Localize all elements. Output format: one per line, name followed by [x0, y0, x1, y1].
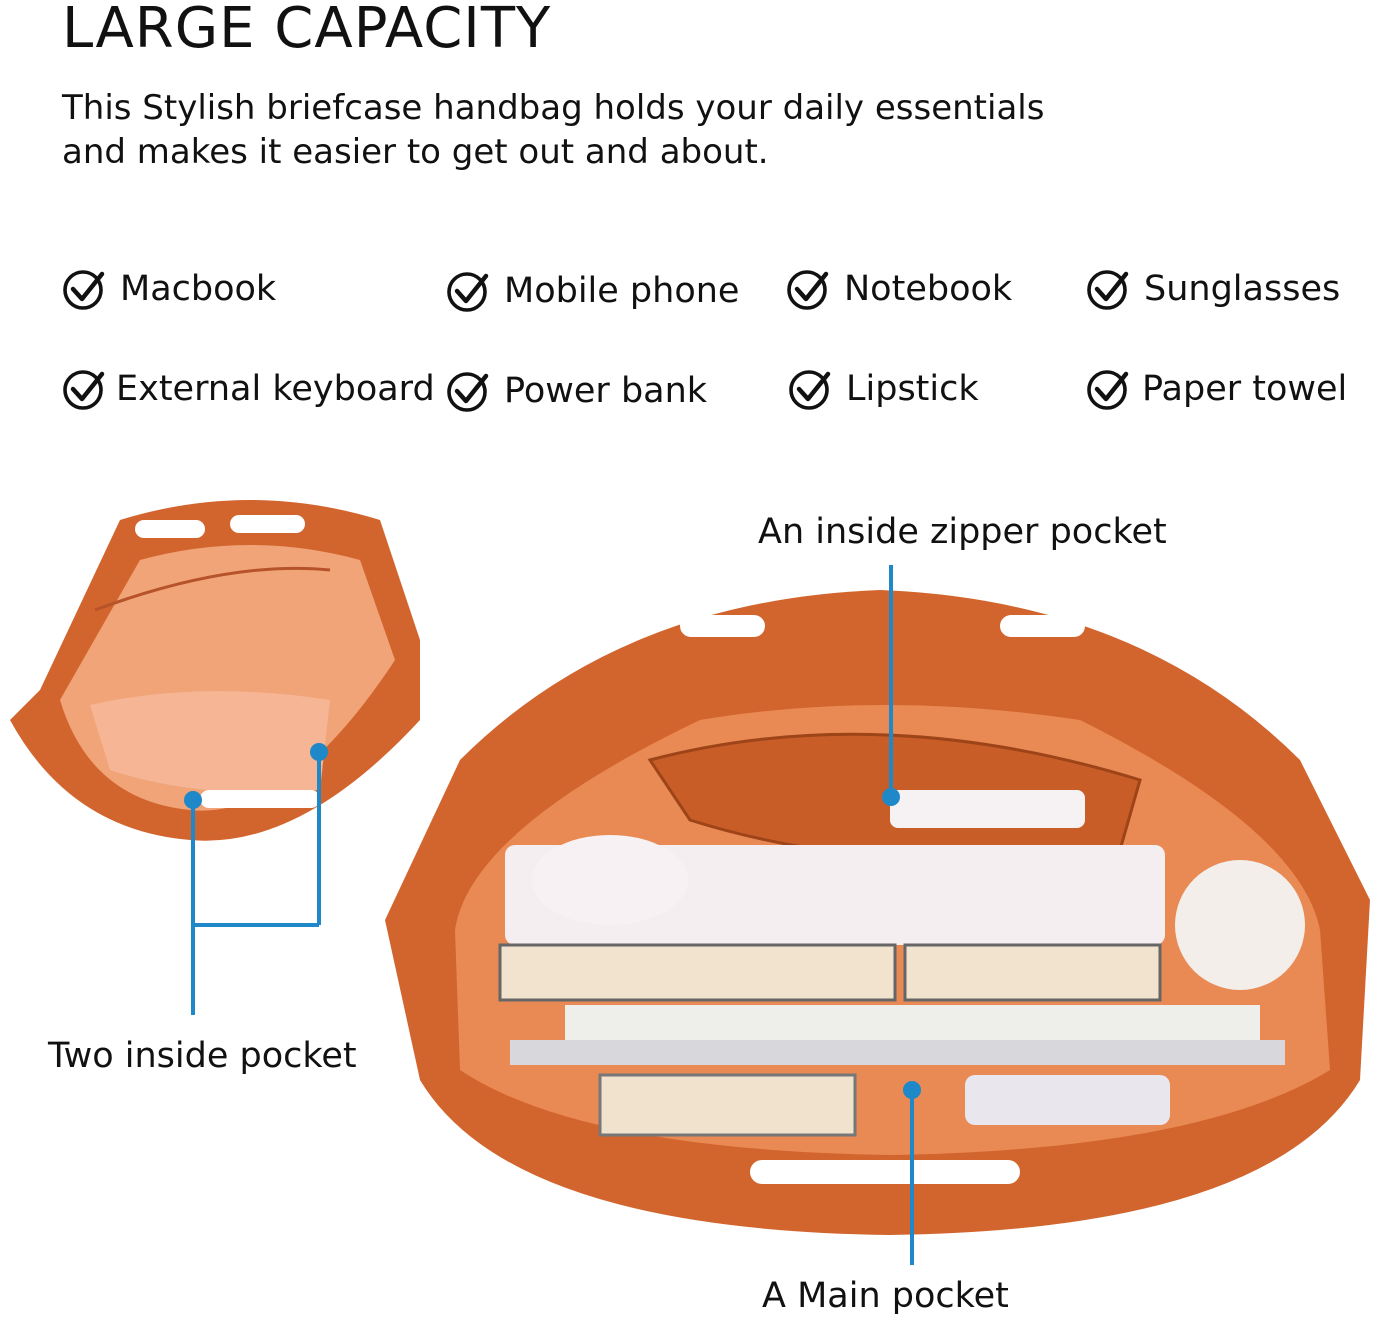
check-circle-icon [447, 372, 489, 412]
callout-dots [184, 743, 921, 1099]
callout-two-inside-pocket: Two inside pocket [48, 1036, 357, 1076]
checklist-label: Macbook [120, 269, 277, 309]
checklist-item-macbook: Macbook [62, 266, 276, 312]
checklist-item-notebook: Notebook [786, 266, 1012, 312]
check-circle-icon [447, 272, 489, 312]
check-circle-icon [1087, 270, 1129, 310]
checklist-item-mobile-phone: Mobile phone [446, 268, 739, 314]
checklist-item-external-keyboard: External keyboard [62, 366, 435, 412]
callout-lines [191, 565, 914, 1265]
checklist-item-paper-towel: Paper towel [1086, 366, 1347, 412]
checklist-label: Lipstick [846, 369, 979, 409]
checklist-item-sunglasses: Sunglasses [1086, 266, 1340, 312]
checklist-label: Notebook [844, 269, 1013, 309]
checklist-item-power-bank: Power bank [446, 368, 707, 414]
description: This Stylish briefcase handbag holds you… [62, 88, 1045, 172]
check-circle-icon [787, 270, 829, 310]
check-circle-icon [789, 370, 831, 410]
check-circle-icon [63, 370, 105, 410]
checklist-label: Sunglasses [1144, 269, 1341, 309]
check-circle-icon [1087, 370, 1129, 410]
checklist-label: Paper towel [1142, 369, 1348, 409]
checklist-label: Mobile phone [504, 271, 740, 311]
check-circle-icon [63, 270, 105, 310]
checklist-item-lipstick: Lipstick [788, 366, 979, 412]
checklist-label: External keyboard [116, 369, 435, 409]
callout-main-pocket: A Main pocket [762, 1276, 1009, 1316]
callout-zipper-pocket: An inside zipper pocket [758, 512, 1167, 552]
checklist-label: Power bank [504, 371, 708, 411]
page-title: LARGE CAPACITY [62, 0, 552, 61]
large-bag-image [385, 590, 1370, 1235]
small-bag-image [10, 500, 420, 841]
